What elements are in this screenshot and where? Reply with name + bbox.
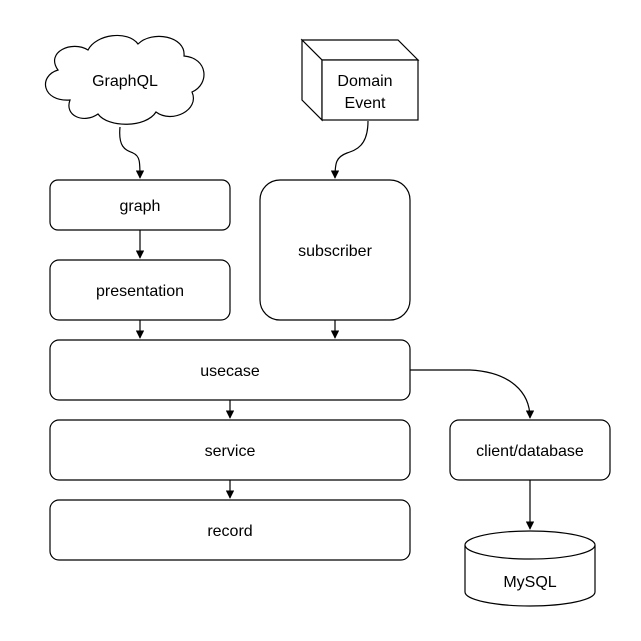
client-database-label: client/database [476,443,584,460]
edge-usecase-to-client-database [410,369,535,419]
service-node: service [49,419,411,481]
edge-domain-event-to-subscriber [330,120,369,179]
subscriber-node: subscriber [259,179,411,321]
graphql-label: GraphQL [92,73,158,90]
record-label: record [207,523,252,540]
domain-event-label-line2: Event [345,95,386,112]
presentation-label: presentation [96,283,184,300]
cloud-shape [44,34,205,125]
usecase-label: usecase [200,363,260,380]
subscriber-label: subscriber [298,243,372,260]
client-database-node: client/database [449,419,611,481]
mysql-node: MySQL [464,530,596,607]
presentation-node: presentation [49,259,231,321]
service-label: service [205,443,256,460]
domain-event-label-line1: Domain [337,73,392,90]
cube-front-face [321,59,419,121]
graphql-cloud-node: GraphQL [44,34,205,125]
record-box [49,499,411,561]
domain-event-node: Domain Event [300,38,420,122]
graph-label: graph [120,198,161,215]
usecase-node: usecase [49,339,411,401]
mysql-label: MySQL [503,574,556,591]
cylinder-body [464,545,596,607]
graph-node: graph [49,179,231,231]
edge-graphql-to-graph [119,126,145,179]
cylinder-top [464,530,596,560]
record-node: record [49,499,411,561]
